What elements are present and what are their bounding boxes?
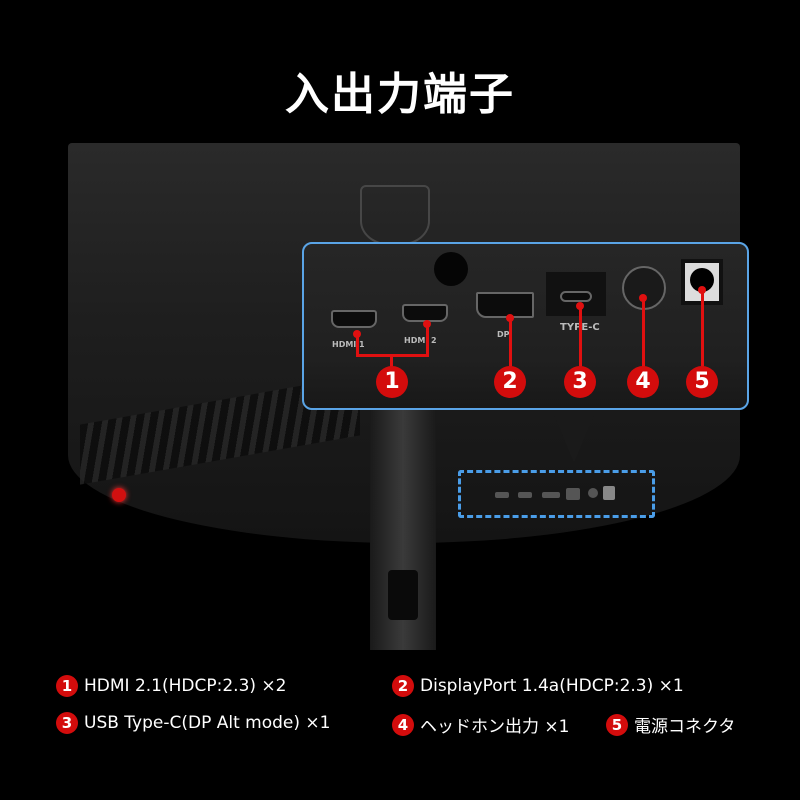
led-light xyxy=(112,488,126,502)
dp-label: DP xyxy=(497,330,510,339)
legend-text: DisplayPort 1.4a(HDCP:2.3) ×1 xyxy=(420,676,684,696)
mini-port xyxy=(588,488,598,498)
hdmi1-port xyxy=(331,310,377,328)
port-area-highlight xyxy=(458,470,655,518)
callout-pointer xyxy=(550,405,598,463)
mini-port xyxy=(542,492,560,498)
cable-hole xyxy=(388,570,418,620)
mini-port xyxy=(566,488,580,500)
legend-text: USB Type-C(DP Alt mode) ×1 xyxy=(84,713,331,733)
mini-port xyxy=(603,486,615,500)
page-title: 入出力端子 xyxy=(285,69,515,120)
msi-logo-icon xyxy=(360,185,430,245)
badge-5: 5 xyxy=(686,366,718,398)
typec-port xyxy=(560,291,592,302)
legend-badge: 3 xyxy=(56,712,78,734)
badge-2: 2 xyxy=(494,366,526,398)
mini-port xyxy=(495,492,509,498)
legend-item-hdmi: 1 HDMI 2.1(HDCP:2.3) ×2 xyxy=(56,675,286,697)
hdmi1-label: HDMI 1 xyxy=(332,340,365,349)
badge-3: 3 xyxy=(564,366,596,398)
legend-text: ヘッドホン出力 ×1 xyxy=(420,717,570,737)
legend-item-power: 5 電源コネクタ xyxy=(606,712,735,737)
legend-text: HDMI 2.1(HDCP:2.3) ×2 xyxy=(84,676,287,696)
badge-4: 4 xyxy=(627,366,659,398)
legend-item-usbc: 3 USB Type-C(DP Alt mode) ×1 xyxy=(56,712,330,734)
hdmi2-label: HDMI 2 xyxy=(404,336,437,345)
legend-text: 電源コネクタ xyxy=(634,717,736,737)
badge-1: 1 xyxy=(376,366,408,398)
displayport-port xyxy=(476,292,534,318)
legend-item-headphone: 4 ヘッドホン出力 ×1 xyxy=(392,712,569,737)
legend-badge: 5 xyxy=(606,713,628,736)
legend-badge: 2 xyxy=(392,675,414,697)
legend-badge: 4 xyxy=(392,713,414,736)
ports-callout: HDMI 1 HDMI 2 DP TYPE-C 1 2 3 4 5 xyxy=(302,242,749,410)
mini-port xyxy=(518,492,532,498)
legend-badge: 1 xyxy=(56,675,78,697)
kensington-hole xyxy=(434,252,468,286)
legend-item-displayport: 2 DisplayPort 1.4a(HDCP:2.3) ×1 xyxy=(392,675,684,697)
